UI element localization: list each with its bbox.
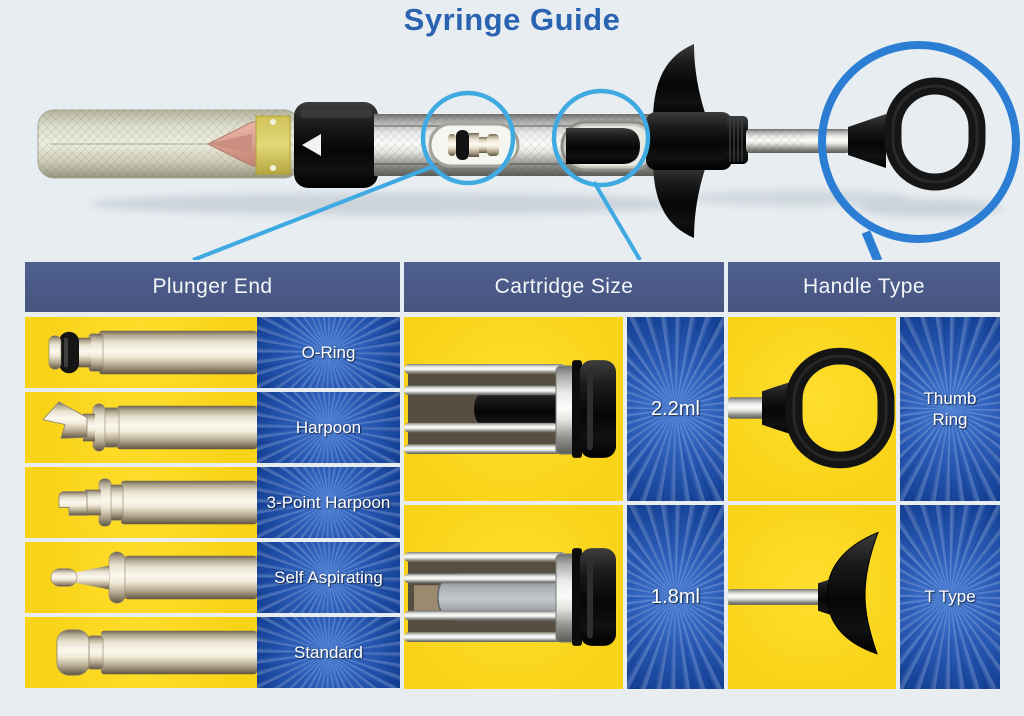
cartridge-size-column: Cartridge Size — [404, 262, 724, 689]
barrel-hub — [294, 102, 378, 188]
syringe-barrel — [374, 114, 674, 176]
callout-handle — [818, 41, 1020, 260]
plunger-end-header: Plunger End — [25, 262, 400, 312]
row-label: 1.8ml — [627, 505, 724, 689]
cap-band — [255, 115, 291, 175]
column-header-label: Cartridge Size — [494, 275, 634, 298]
handle-type-label: Thumb Ring — [923, 388, 977, 429]
plunger-end-column: Plunger End O-Ring — [25, 262, 400, 689]
table-row: Self Aspirating — [25, 542, 400, 613]
hub-arrow — [302, 134, 321, 156]
table-row: O-Ring — [25, 317, 400, 388]
page-title: Syringe Guide — [403, 2, 621, 37]
needle-tip — [208, 134, 252, 154]
row-label: O-Ring — [257, 317, 400, 388]
handle-type-label: T Type — [924, 587, 976, 607]
o-ring-plunger-image — [25, 317, 257, 388]
band-dot — [270, 165, 276, 171]
table-row: T Type — [728, 505, 1000, 689]
cartridge-window — [560, 120, 658, 172]
guide-table: Plunger End O-Ring — [25, 262, 1000, 689]
plunger-label: 3-Point Harpoon — [266, 492, 391, 512]
row-label: Standard — [257, 617, 400, 688]
table-row: Harpoon — [25, 392, 400, 463]
row-label: Thumb Ring — [900, 317, 1000, 501]
syringe-illustration — [0, 30, 1024, 260]
plunger-end-window — [428, 122, 520, 168]
row-label: 3-Point Harpoon — [257, 467, 400, 538]
harpoon-plunger-image — [25, 392, 257, 463]
handle-type-column: Handle Type Thumb Ring — [728, 262, 1000, 689]
standard-plunger-image — [25, 617, 257, 688]
cartridge-size-label: 2.2ml — [651, 397, 700, 420]
ring-shadow — [858, 199, 1002, 217]
column-header-label: Plunger End — [152, 275, 273, 298]
rod-shadow — [690, 190, 910, 206]
column-header-label: Handle Type — [803, 275, 925, 298]
handle-type-header: Handle Type — [728, 262, 1000, 312]
syringe-shadow — [90, 193, 690, 215]
three-point-harpoon-plunger-image — [25, 467, 257, 538]
row-label: 2.2ml — [627, 317, 724, 501]
needle-cap — [37, 109, 301, 179]
cartridge-size-header: Cartridge Size — [404, 262, 724, 312]
cartridge-2-2ml-image — [404, 317, 623, 501]
plunger-label: Harpoon — [295, 417, 362, 437]
table-row: 1.8ml — [404, 505, 724, 689]
thumb-ring-handle — [848, 77, 986, 191]
callout-cartridge — [551, 88, 651, 260]
table-row: Thumb Ring — [728, 317, 1000, 501]
plunger-label: Self Aspirating — [274, 567, 383, 587]
cartridge-1-8ml-image — [404, 505, 623, 689]
syringe-diagram — [37, 41, 1020, 260]
row-label: Self Aspirating — [257, 542, 400, 613]
table-row: 3-Point Harpoon — [25, 467, 400, 538]
plunger-label: Standard — [294, 642, 363, 662]
row-label: Harpoon — [257, 392, 400, 463]
callout-plunger-end — [192, 90, 516, 260]
table-row: Standard — [25, 617, 400, 688]
thumb-ring-handle-image — [728, 317, 896, 501]
row-label: T Type — [900, 505, 1000, 689]
t-type-handle-image — [728, 505, 896, 689]
plunger-label: O-Ring — [301, 342, 356, 362]
piston-rod — [746, 129, 850, 153]
self-aspirating-plunger-image — [25, 542, 257, 613]
finger-grip — [646, 44, 748, 238]
band-dot — [270, 119, 276, 125]
cartridge-size-label: 1.8ml — [651, 585, 700, 608]
table-row: 2.2ml — [404, 317, 724, 501]
